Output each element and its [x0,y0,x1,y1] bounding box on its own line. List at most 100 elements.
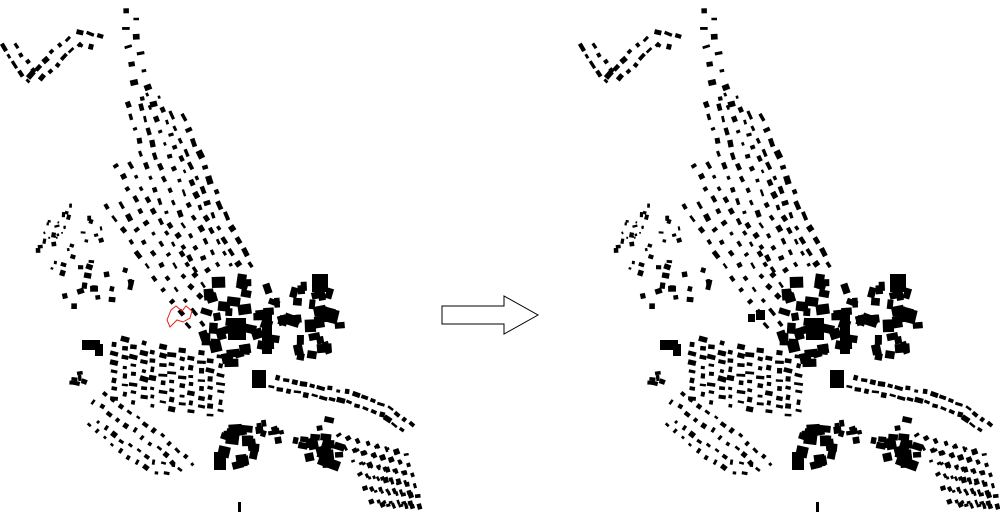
building [111,341,117,348]
building [713,415,719,420]
building [964,490,970,496]
building [148,374,157,382]
building [41,55,50,65]
building [834,423,839,429]
building [943,441,949,446]
building [316,454,342,472]
building [203,199,211,207]
building [951,489,956,494]
building [87,215,92,221]
building [150,394,155,399]
building [794,354,803,359]
building [960,466,966,472]
building [639,292,646,300]
building [662,239,667,243]
building [871,390,880,394]
building [738,380,744,386]
building [737,432,744,438]
building [119,172,128,180]
building [291,379,299,386]
building [166,440,172,447]
building [591,42,598,50]
building [125,212,134,223]
building [140,239,147,246]
building [179,365,185,371]
building [702,185,709,192]
building [720,219,728,227]
building [128,382,138,387]
building [956,453,964,461]
building [385,488,390,493]
building [717,359,726,365]
building [948,453,953,458]
building [274,374,281,381]
building [344,434,352,442]
building [77,265,84,270]
building [722,196,730,204]
building [59,269,66,277]
building [890,274,906,292]
building [151,186,158,193]
building [647,243,653,248]
building [647,203,650,208]
building [695,403,703,410]
building [335,432,342,438]
building [77,374,82,382]
building [668,285,677,292]
building [114,417,121,423]
building [966,500,971,505]
building [46,222,50,226]
building [719,368,725,374]
building [351,390,361,399]
building [793,381,804,386]
building [129,78,139,87]
building [603,78,609,84]
building [289,314,302,324]
building [674,419,679,425]
building [327,385,333,391]
building [328,396,336,402]
building [178,250,186,258]
building [111,386,118,391]
building [196,292,204,300]
building [981,479,986,486]
building [801,430,813,439]
building [406,462,412,468]
building [711,249,721,260]
building [765,364,772,371]
building [738,175,746,183]
building [398,489,404,495]
building [738,461,745,465]
building [629,241,635,247]
building [805,247,813,257]
building [784,358,792,364]
building [663,263,672,271]
building [361,485,369,492]
building [744,153,751,159]
building [746,396,753,403]
building [632,62,639,69]
building [774,292,782,300]
building [216,372,225,378]
building [578,42,586,53]
building [181,189,187,197]
building [806,423,820,432]
building [386,490,392,496]
building [135,415,141,420]
building [749,462,754,468]
building [736,261,743,269]
building [689,215,696,223]
building [103,271,110,278]
building [785,385,792,391]
building [932,437,939,445]
building [642,35,650,43]
building [700,373,706,379]
building [69,380,77,385]
building [198,385,205,392]
building [140,394,149,400]
building [177,308,186,317]
building [626,48,633,55]
building [156,162,165,171]
building [764,254,772,263]
building [385,503,391,508]
